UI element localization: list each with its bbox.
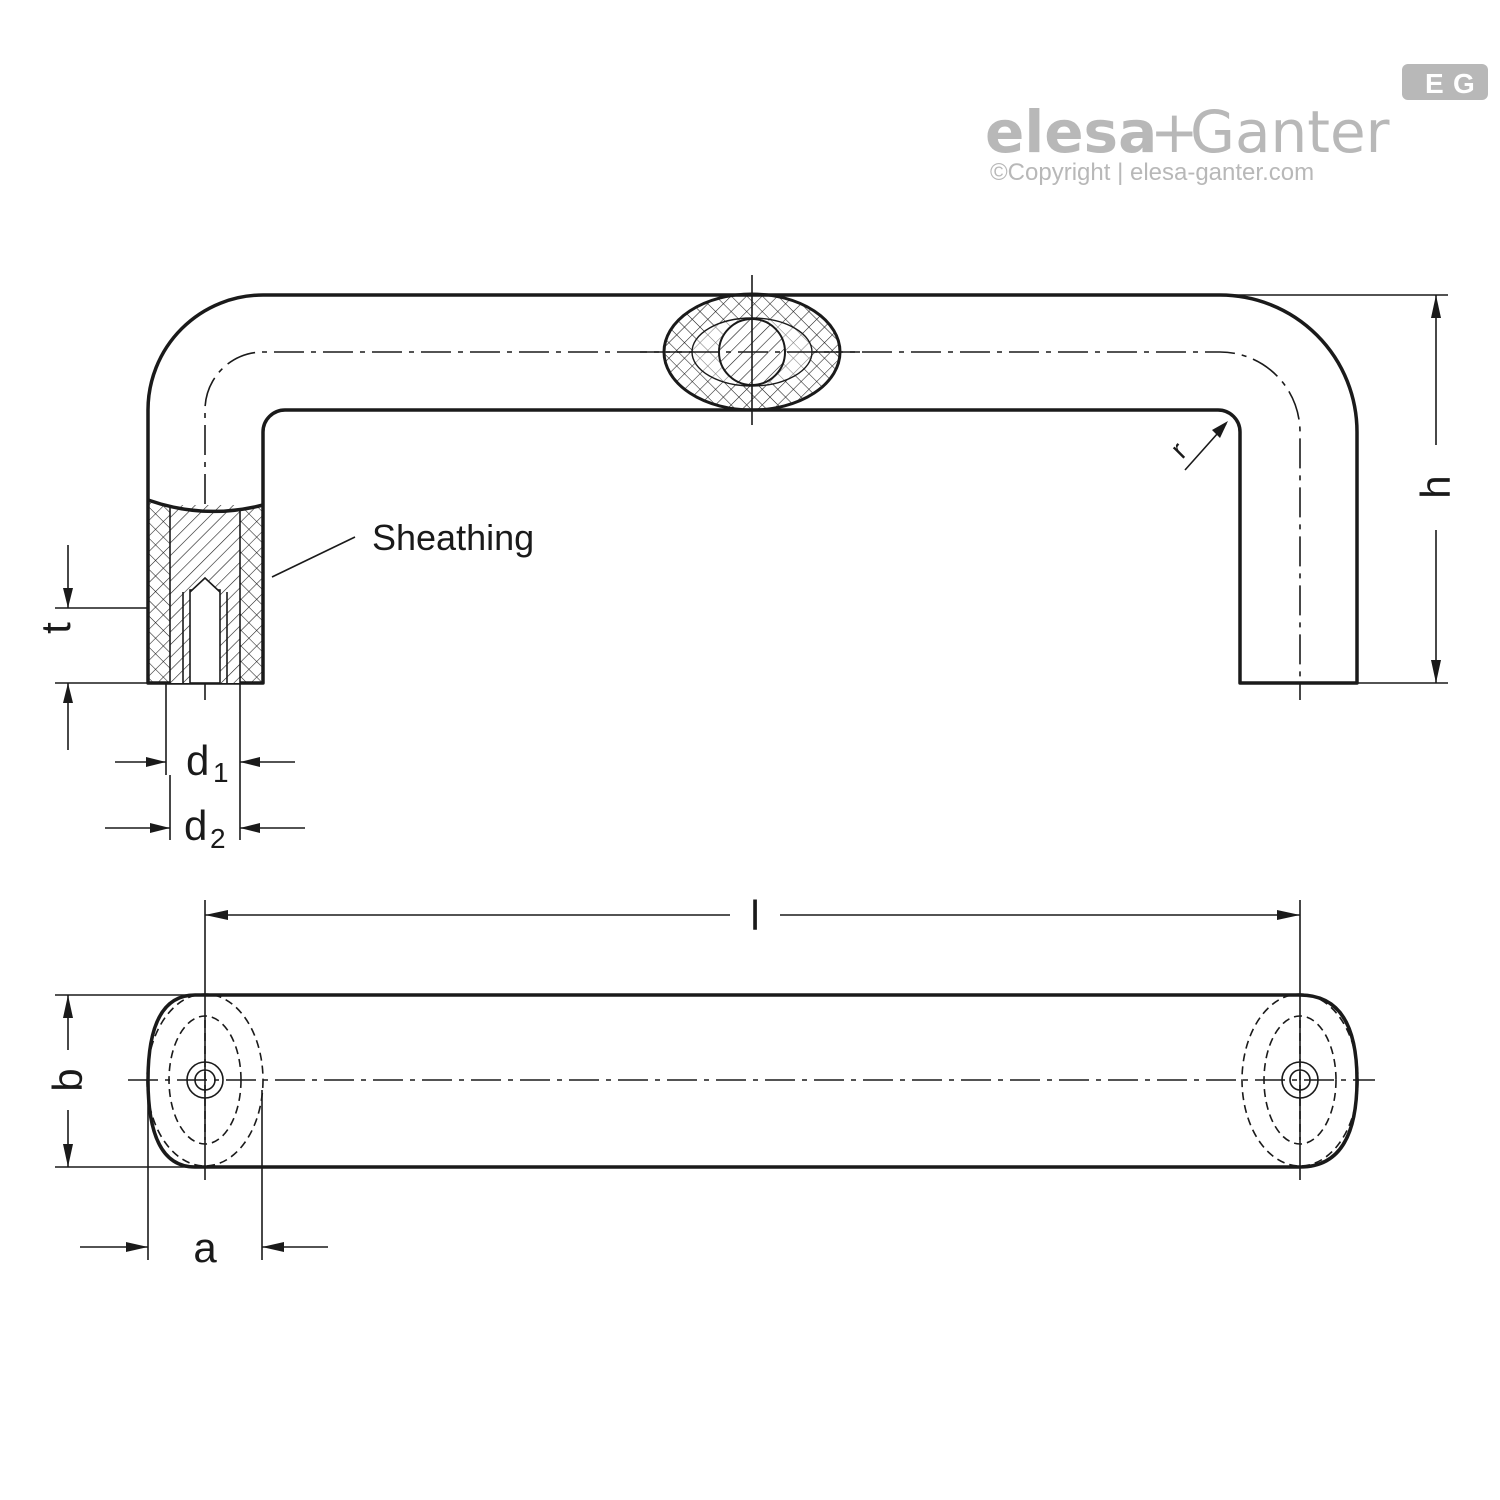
right-end-detail — [1241, 993, 1359, 1167]
label-d2-sub: 2 — [210, 823, 226, 854]
label-l: l — [750, 892, 759, 939]
bar-outline — [146, 993, 1359, 1169]
copyright-text: ©Copyright | elesa-ganter.com — [990, 159, 1314, 186]
label-d1: d — [186, 737, 209, 784]
brand-elesa: elesa — [985, 98, 1157, 166]
leg-section — [147, 498, 264, 684]
label-h: h — [1412, 475, 1459, 498]
label-t: t — [32, 622, 79, 634]
dim-a: a — [80, 1090, 328, 1271]
left-end-detail — [146, 993, 264, 1167]
elesa-ganter-logo: E G elesa + Ganter ©Copyright | elesa-ga… — [985, 64, 1488, 186]
dim-t: t — [32, 545, 148, 750]
dim-r: r — [1164, 421, 1228, 471]
cross-section-center — [640, 275, 860, 425]
sheathing-leader — [271, 536, 356, 578]
dim-b: b — [44, 994, 195, 1168]
dim-h: h — [1220, 294, 1459, 684]
label-a: a — [193, 1224, 217, 1271]
label-r: r — [1164, 436, 1193, 465]
dim-d1: d 1 — [115, 683, 295, 788]
front-view: Sheathing t h r — [32, 275, 1459, 854]
label-d1-sub: 1 — [213, 757, 229, 788]
eg-badge: E G — [1402, 64, 1488, 100]
handle-centerline — [204, 351, 1301, 700]
label-b: b — [44, 1068, 91, 1091]
badge-right: G — [1453, 68, 1475, 99]
badge-left: E — [1425, 68, 1444, 99]
sheathing-label: Sheathing — [372, 517, 534, 558]
dim-d2: d 2 — [105, 775, 305, 854]
top-view: l b — [44, 892, 1375, 1271]
brand-ganter: Ganter — [1190, 98, 1390, 166]
dim-l: l — [204, 892, 1301, 1180]
handle-outline — [146, 293, 1359, 685]
brand-plus: + — [1150, 98, 1199, 166]
label-d2: d — [184, 802, 207, 849]
